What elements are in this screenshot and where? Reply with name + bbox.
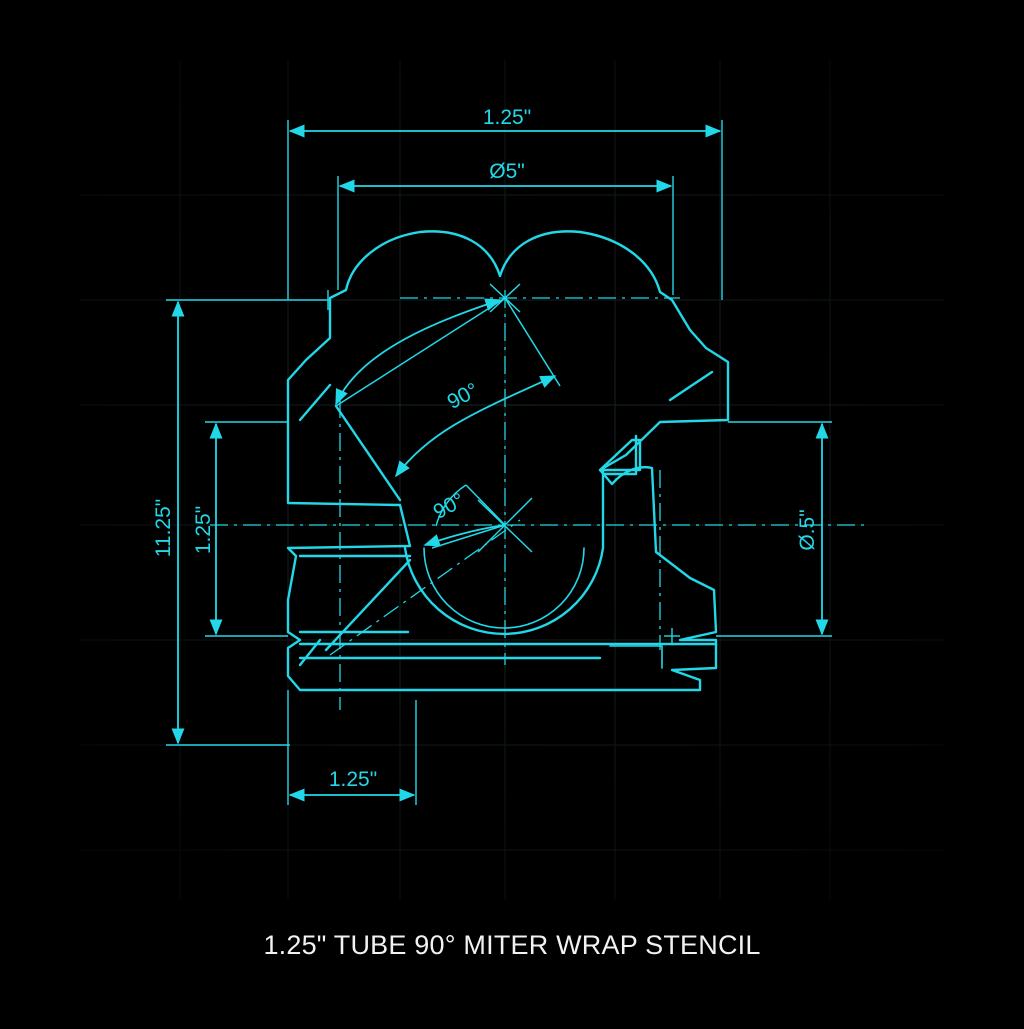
label-top-diameter: Ø5" xyxy=(489,160,524,183)
miter-cut-line xyxy=(298,370,714,502)
label-bottom-width: 1.25" xyxy=(329,768,377,791)
angle-arc-lower xyxy=(423,524,506,547)
extension-lines xyxy=(166,120,832,805)
stencil-outline xyxy=(286,230,730,692)
label-overall-height: 11.25" xyxy=(152,499,175,557)
notch-triangle xyxy=(598,438,642,472)
label-left-height: 1.25" xyxy=(192,506,215,554)
angle-arc-middle xyxy=(395,375,557,478)
label-right-diameter: Ø.5" xyxy=(796,509,819,550)
tube-cutout xyxy=(403,468,605,636)
drawing-title: 1.25" TUBE 90° MITER WRAP STENCIL xyxy=(263,930,761,960)
label-top-width: 1.25" xyxy=(483,106,531,129)
angle-arc-upper xyxy=(335,298,502,406)
centerlines xyxy=(210,290,870,710)
inner-band xyxy=(298,554,718,660)
